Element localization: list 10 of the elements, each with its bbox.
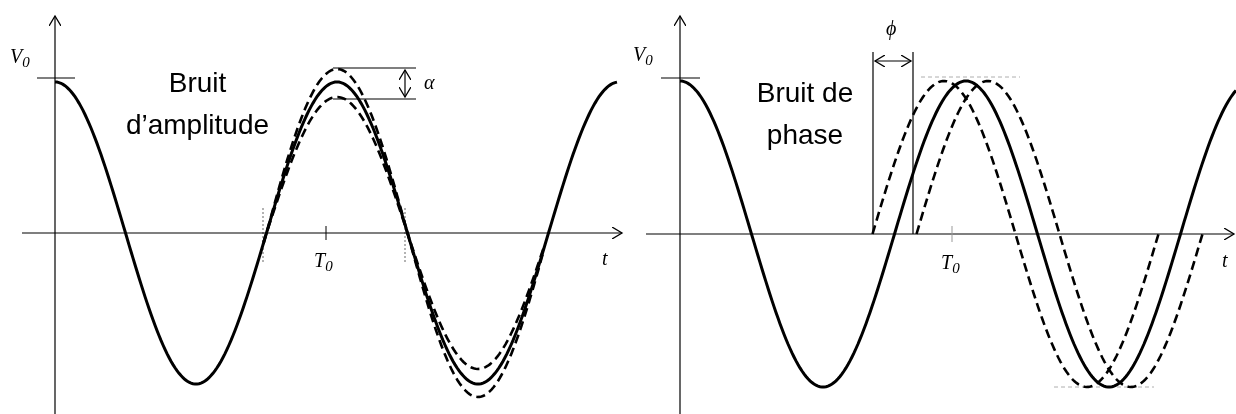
tick-label: T$_{0}$ [314, 248, 333, 272]
axis-label: t [1222, 248, 1228, 272]
tick-label: T$_{0}$ [941, 250, 960, 274]
axis-label: V$_{0}$ [10, 44, 30, 68]
axis-label: V$_{0}$ [633, 42, 653, 66]
annotation-text: Bruit d’amplitude [124, 66, 271, 142]
axis-label: α [424, 70, 435, 94]
axis-label: t [602, 246, 608, 270]
axis-label: ϕ [886, 16, 897, 40]
annotation-text: Bruit de phase [755, 76, 855, 152]
